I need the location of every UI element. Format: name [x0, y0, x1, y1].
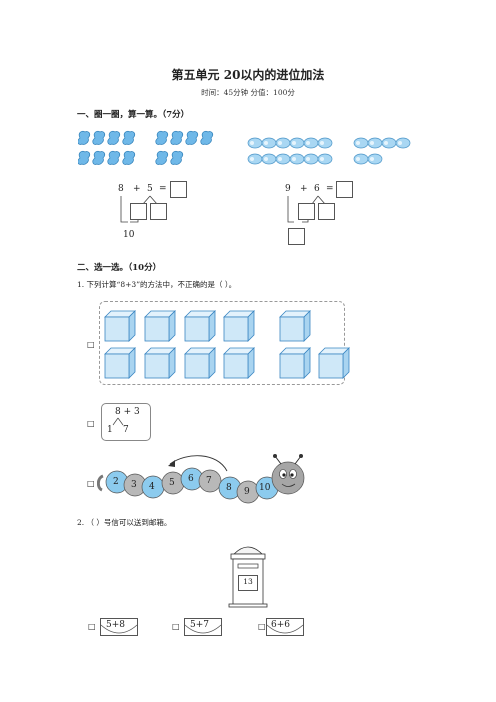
eq1-op: + [133, 184, 141, 194]
envelope-c: 6+6 [266, 618, 304, 636]
eq1-answer-box[interactable] [170, 181, 187, 198]
eq2-split-box-1[interactable] [298, 203, 315, 220]
envelope-b-label: 5+7 [190, 620, 209, 630]
mailbox-number: 13 [243, 577, 253, 586]
bead-label-6: 6 [188, 474, 194, 484]
split-lines [112, 417, 124, 426]
eq1-eq: = [159, 184, 167, 194]
split-left: 1 [107, 425, 113, 435]
bead-label-8: 8 [226, 483, 232, 493]
bead-7 [198, 469, 222, 493]
q2-option-b-checkbox[interactable]: □ [172, 621, 180, 631]
split-card [101, 403, 151, 441]
bead-label-9: 9 [244, 487, 250, 497]
q2-option-a-checkbox[interactable]: □ [88, 621, 96, 631]
cloud-group-right [353, 137, 411, 165]
page-title: 第五单元 20以内的进位加法 [171, 68, 325, 82]
bead-label-5: 5 [169, 478, 175, 488]
split-right: 7 [123, 425, 129, 435]
mailbox-number-plate [238, 575, 258, 591]
eq1-a: 8 [118, 184, 124, 194]
caterpillar-head-icon [271, 461, 305, 495]
mailbox-icon [228, 546, 268, 608]
cube-frame [99, 301, 345, 385]
section1-heading: 一、圈一圈，算一算。（7分） [77, 110, 190, 120]
eq2-answer-box[interactable] [336, 181, 353, 198]
cloud-group-left [247, 137, 333, 165]
cube-pictures [104, 310, 350, 379]
bead-label-10: 10 [259, 483, 271, 493]
envelope-a-label: 5+8 [106, 620, 125, 630]
question-1: 1. 下列计算“8+3”的方法中，不正确的是（ ）。 [77, 280, 237, 289]
eq2-a: 9 [285, 184, 291, 194]
split-expression: 8 + 3 [115, 407, 140, 417]
eq1-split-box-2[interactable] [150, 203, 167, 220]
eq2-op: + [300, 184, 308, 194]
eq2-ten-box[interactable] [288, 228, 305, 245]
q1-option-a-checkbox[interactable]: □ [87, 339, 95, 349]
flower-group-left [78, 130, 136, 165]
section2-heading: 二、选一选。（10分） [77, 263, 162, 273]
question-2: 2. （ ）号信可以送到邮箱。 [77, 518, 172, 527]
q1-option-b-checkbox[interactable]: □ [87, 418, 95, 428]
envelope-a: 5+8 [100, 618, 138, 636]
section1-pictures [78, 130, 411, 165]
bead-label-2: 2 [113, 477, 119, 487]
eq1-decompose-lines [120, 195, 158, 223]
eq1-b: 5 [147, 184, 153, 194]
caterpillar-number-line [97, 454, 305, 504]
q1-option-c-checkbox[interactable]: □ [87, 478, 95, 488]
eq2-decompose-lines [287, 195, 326, 223]
eq2-eq: = [326, 184, 334, 194]
eq1-split-box-1[interactable] [130, 203, 147, 220]
eq2-b: 6 [314, 184, 320, 194]
bead-label-4: 4 [149, 482, 155, 492]
bead-label-3: 3 [131, 480, 137, 490]
q2-option-c-checkbox[interactable]: □ [258, 621, 266, 631]
envelope-b: 5+7 [184, 618, 222, 636]
bead-label-7: 7 [206, 476, 212, 486]
page-subtitle: 时间：45分钟 分值：100分 [201, 88, 295, 97]
envelope-c-label: 6+6 [271, 620, 290, 630]
eq1-ten: 10 [123, 230, 135, 240]
flower-group-right [155, 130, 214, 165]
eq2-split-box-2[interactable] [318, 203, 335, 220]
